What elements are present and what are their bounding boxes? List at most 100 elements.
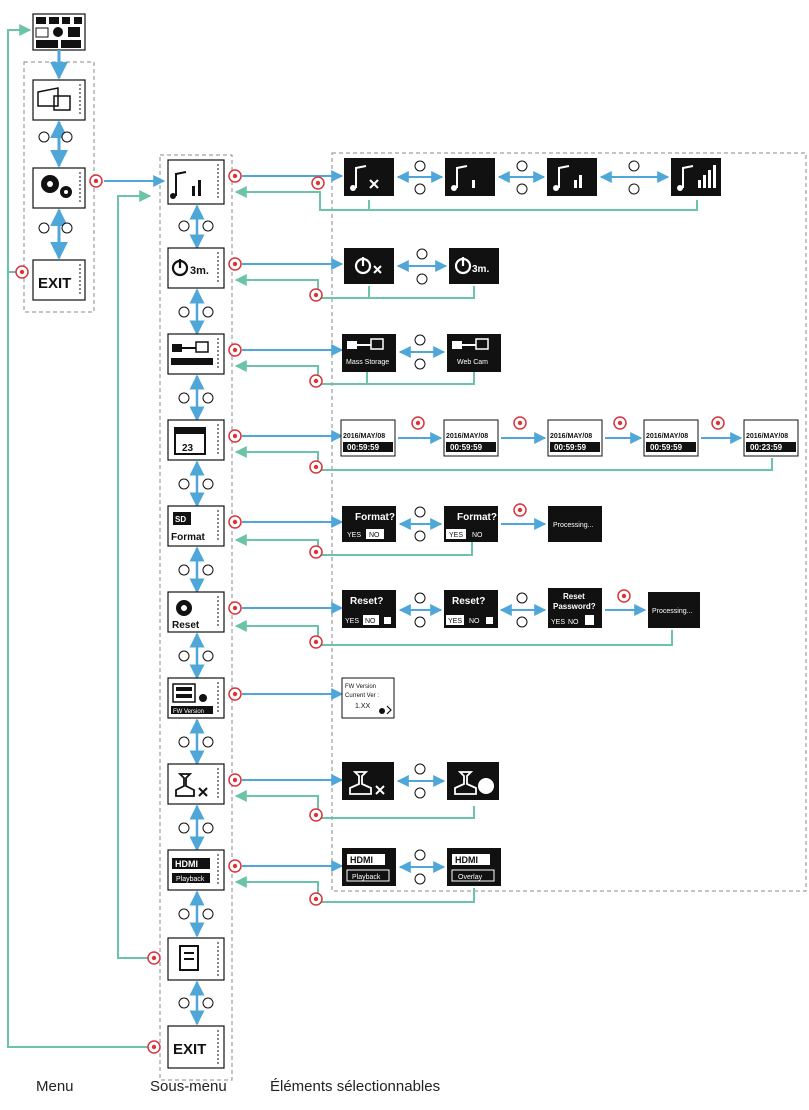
time-line-2: 00:59:59 (450, 443, 483, 452)
menu-return-line (7, 24, 32, 273)
video-menu-icon[interactable] (32, 79, 86, 121)
hdmi-playback-label: Playback (352, 874, 381, 881)
fw-ver-value: 1.XX (355, 703, 371, 710)
reset-password-line-2: Password? (553, 602, 596, 611)
volume-option-mute[interactable] (344, 158, 394, 196)
reset-yes-1: YES (345, 618, 359, 625)
submenu-back-line (117, 190, 152, 959)
svg-text:3m.: 3m. (190, 265, 209, 277)
usb-option-mass-storage[interactable]: Mass Storage (342, 334, 396, 372)
stamp-option-on[interactable] (447, 762, 499, 800)
reset-yes-2: YES (448, 618, 462, 625)
date-line-5: 2016/MAY/08 (746, 433, 788, 440)
hdmi-option-playback[interactable]: HDMI Playback (342, 848, 396, 886)
usb-option-web-cam[interactable]: Web Cam (447, 334, 501, 372)
exit-back-line (7, 272, 148, 1048)
reset-option-yes[interactable]: Reset? YES NO (444, 590, 498, 628)
reset-no-2: NO (469, 618, 480, 625)
volume-option-high[interactable] (671, 158, 721, 196)
format-yes-1: YES (347, 532, 361, 539)
volume-option-low[interactable] (445, 158, 495, 196)
hdmi-label-2: HDMI (455, 855, 478, 865)
format-no-2: NO (472, 532, 483, 539)
settings-menu-icon[interactable] (32, 167, 86, 209)
submenu-reset-label: Reset (172, 620, 200, 631)
usb-web-cam-label: Web Cam (457, 359, 488, 366)
reset-buttons (414, 592, 528, 628)
date-time-options[interactable]: 2016/MAY/08 00:59:59 2016/MAY/08 00:59:5… (340, 419, 799, 457)
submenu-fw-version-label: FW Version (173, 709, 204, 715)
reset-processing-screen: Processing... (648, 592, 700, 628)
reset-option-password[interactable]: Reset Password? YES NO (548, 588, 602, 628)
svg-text:23: 23 (182, 443, 194, 454)
date-line-4: 2016/MAY/08 (646, 433, 688, 440)
submenu-exit-label: EXIT (173, 1041, 206, 1058)
format-buttons (414, 506, 426, 542)
submenu-left-select-dots (147, 951, 161, 1054)
usb-option-buttons (414, 334, 426, 370)
submenu-format-icon[interactable]: SD Format (167, 505, 225, 547)
submenu-volume-icon[interactable] (167, 159, 225, 205)
format-question-1: Format? (355, 512, 395, 523)
time-line-1: 00:59:59 (347, 443, 380, 452)
submenu-format-label: Format (171, 532, 206, 543)
reset-question-1: Reset? (350, 596, 383, 607)
format-no-1: NO (369, 532, 380, 539)
stamp-option-buttons (414, 763, 426, 799)
stamp-option-off[interactable] (342, 762, 394, 800)
power-off-option-3min[interactable]: 3m. (449, 248, 499, 284)
format-option-no[interactable]: Format? YES NO (342, 506, 396, 542)
fw-version-title: FW Version (345, 684, 376, 690)
format-yes-2: YES (449, 532, 463, 539)
submenu-playback-label: Playback (176, 876, 205, 883)
format-question-2: Format? (457, 512, 497, 523)
hdmi-label-1: HDMI (350, 855, 373, 865)
caption-submenu: Sous-menu (150, 1078, 227, 1095)
submenu-fw-version-icon[interactable]: FW Version (167, 677, 225, 719)
date-line-2: 2016/MAY/08 (446, 433, 488, 440)
volume-option-buttons (414, 160, 640, 195)
reset-yes-3: YES (551, 619, 565, 626)
submenu-nav-buttons (178, 220, 214, 1009)
volume-option-medium[interactable] (547, 158, 597, 196)
time-line-4: 00:59:59 (650, 443, 683, 452)
caption-selectable: Éléments sélectionnables (270, 1078, 441, 1095)
menu-exit-label: EXIT (38, 275, 71, 292)
submenu-date-icon[interactable]: 23 (167, 419, 225, 461)
status-screen-icon (32, 13, 86, 51)
fw-version-screen: FW Version Current Ver : 1.XX (341, 677, 395, 719)
power-off-option-disabled[interactable] (344, 248, 394, 284)
reset-password-line-1: Reset (563, 592, 585, 601)
time-line-3: 00:59:59 (554, 443, 587, 452)
hdmi-option-overlay[interactable]: HDMI Overlay (447, 848, 501, 886)
submenu-info-icon[interactable] (167, 937, 225, 981)
usb-mass-storage-label: Mass Storage (346, 359, 389, 366)
reset-question-2: Reset? (452, 596, 485, 607)
submenu-stamp-icon[interactable] (167, 763, 225, 805)
svg-text:3m.: 3m. (472, 264, 489, 275)
format-option-yes[interactable]: Format? YES NO (444, 506, 498, 542)
row-enter-select-dots (228, 169, 242, 873)
submenu-group-frame (159, 154, 233, 1081)
submenu-reset-icon[interactable]: Reset (167, 591, 225, 633)
format-processing-label: Processing... (553, 522, 594, 529)
format-processing-screen: Processing... (548, 506, 602, 542)
fw-current-ver: Current Ver : (345, 693, 379, 699)
submenu-hdmi-icon[interactable]: HDMI Playback (167, 849, 225, 891)
menu-exit-icon[interactable]: EXIT (32, 259, 86, 301)
date-time-select-dots (411, 416, 725, 430)
svg-text:HDMI: HDMI (175, 859, 198, 869)
caption-menu: Menu (36, 1078, 74, 1095)
time-line-5: 00:23:59 (750, 443, 783, 452)
date-line-3: 2016/MAY/08 (550, 433, 592, 440)
svg-text:SD: SD (175, 515, 186, 524)
submenu-power-off-icon[interactable]: 3m. (167, 247, 225, 289)
submenu-exit-icon[interactable]: EXIT (167, 1025, 225, 1069)
hdmi-overlay-label: Overlay (458, 874, 483, 881)
menu-nav-buttons (38, 131, 73, 234)
row-enter-arrows (242, 170, 344, 872)
row-return-select-dots (309, 176, 325, 906)
submenu-usb-mode-icon[interactable] (167, 333, 225, 375)
reset-option-no[interactable]: Reset? YES NO (342, 590, 396, 628)
